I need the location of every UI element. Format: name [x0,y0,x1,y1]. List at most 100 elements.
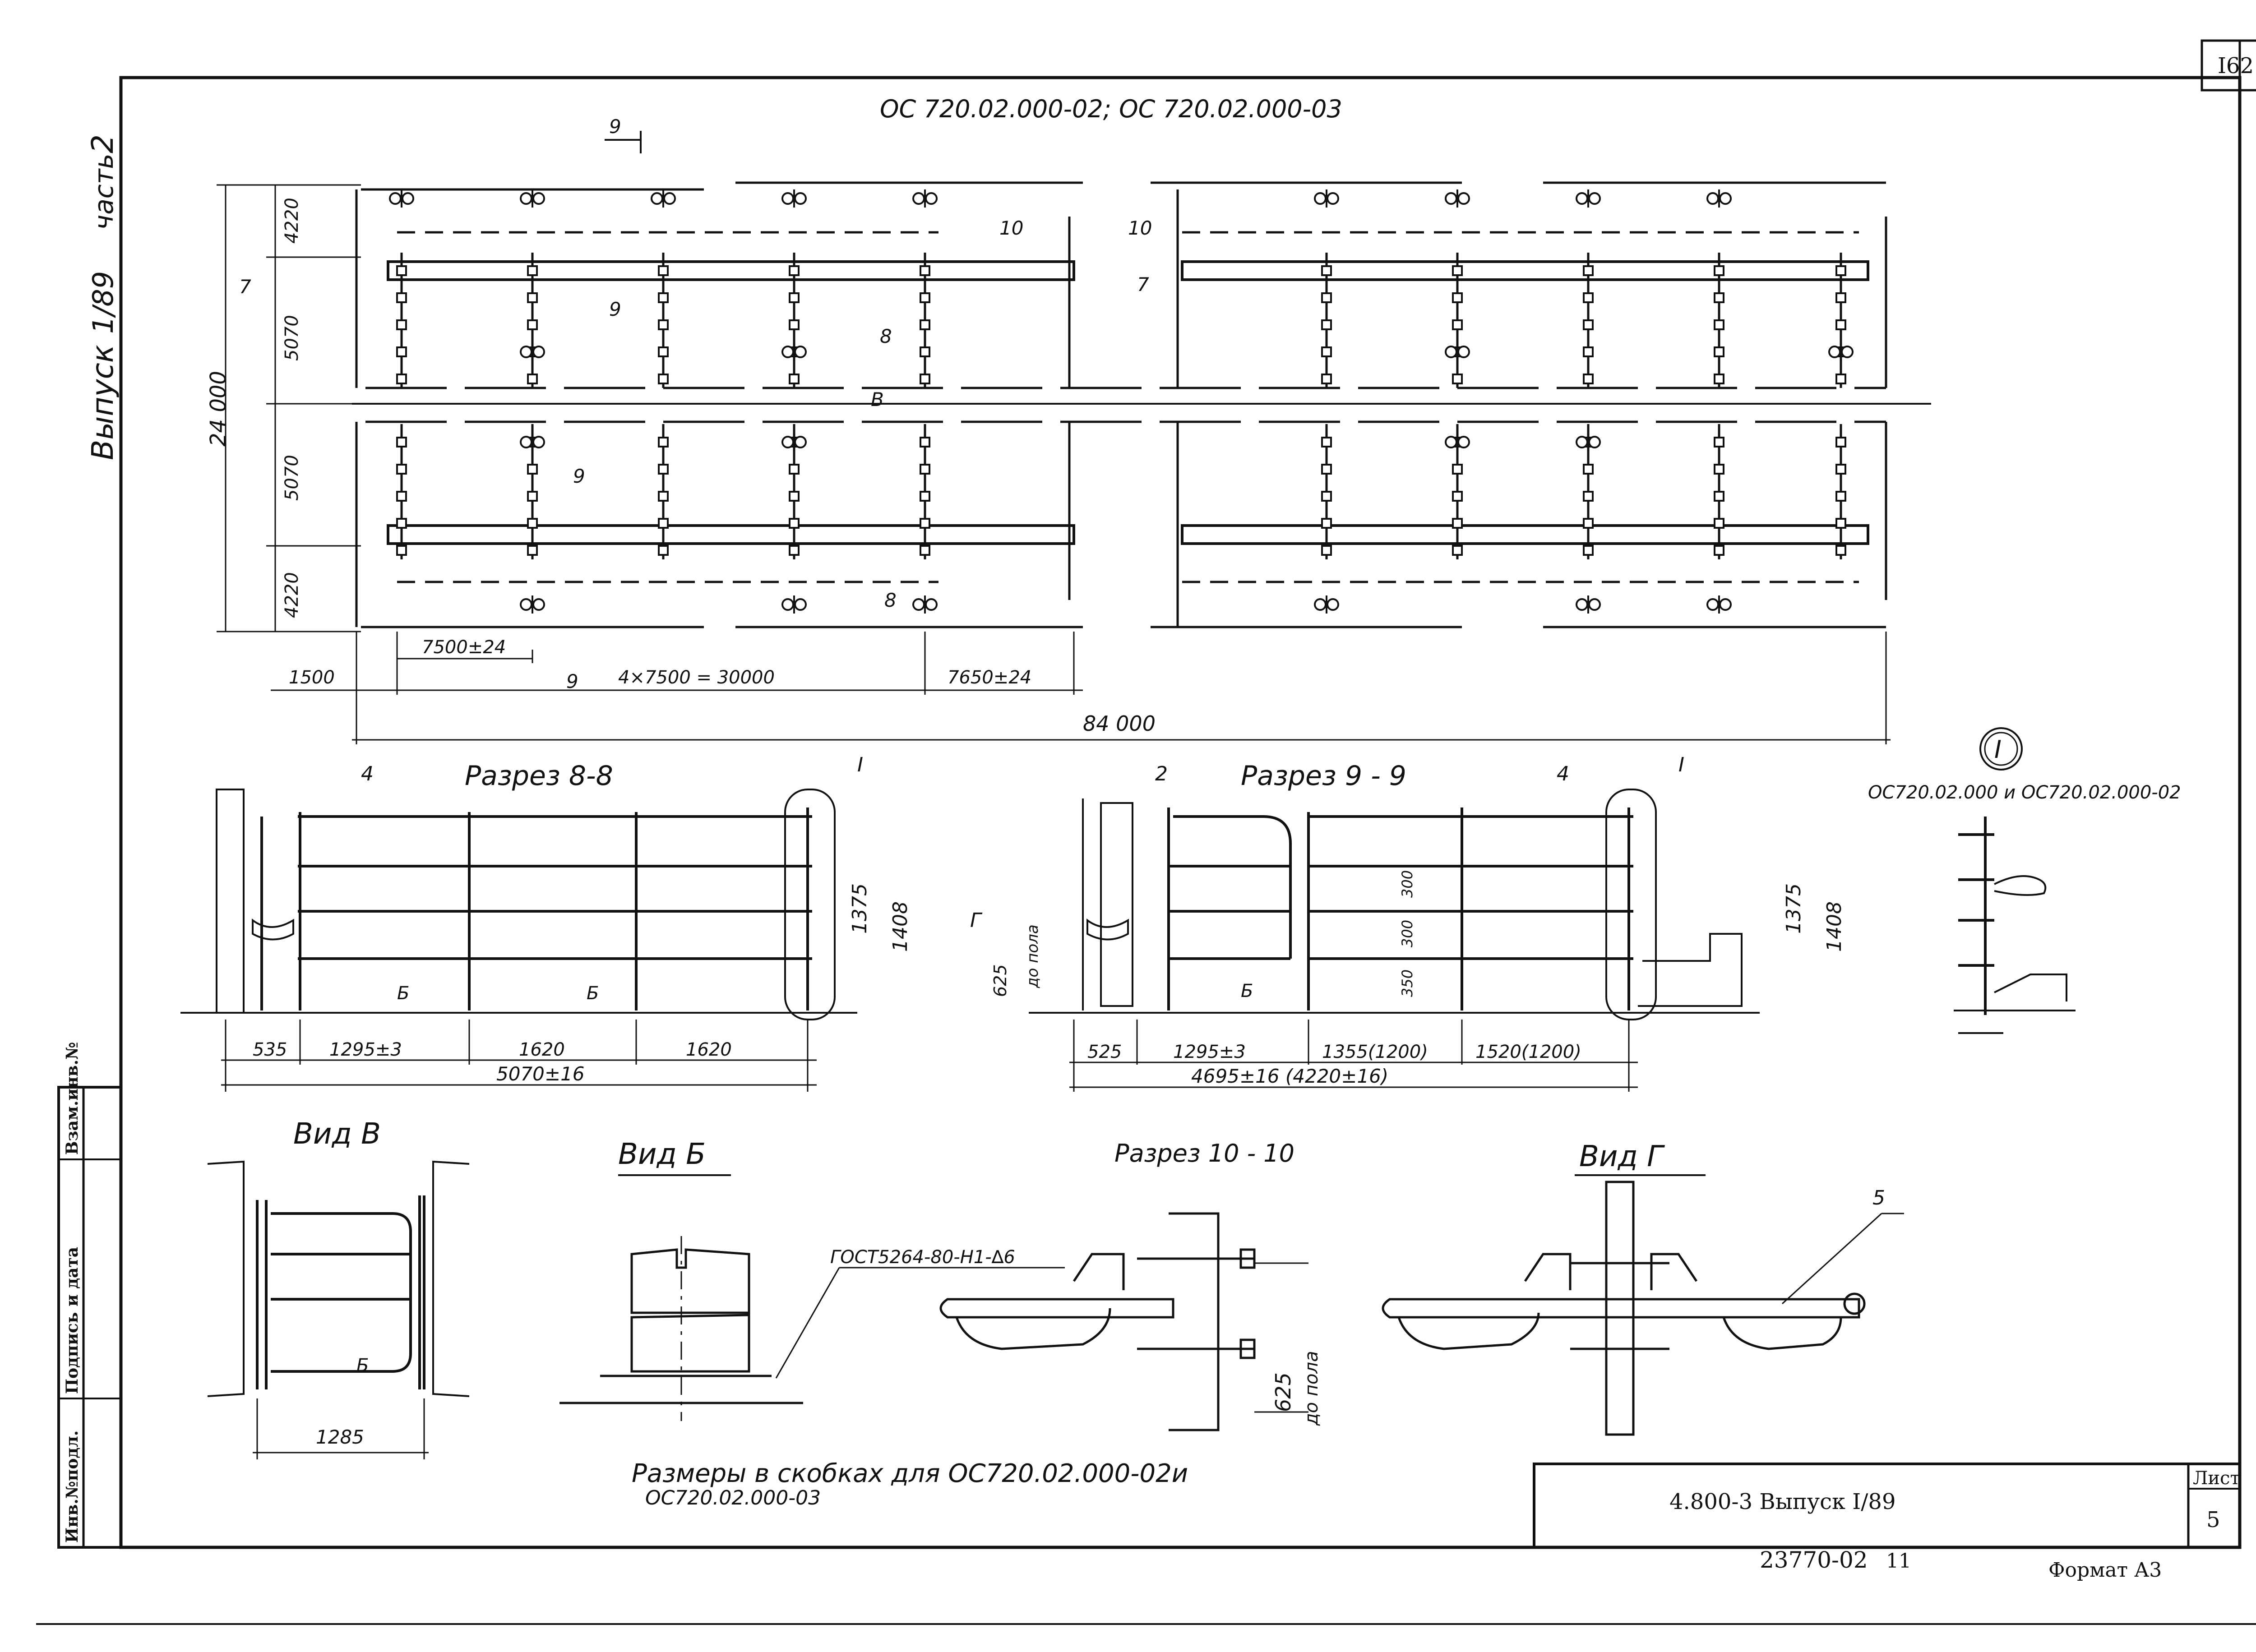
section-10-note: до пола [1301,1351,1322,1426]
mark-8-bottom: 8 [884,589,897,611]
mark-9-mid: 9 [609,298,621,320]
section-8-overall: 5070±16 [496,1063,585,1085]
section-8-dim-3: 1620 [519,1039,565,1060]
plan-overall-vertical: 24 000 [206,371,231,447]
section-9-dim-3: 1355(1200) [1322,1042,1428,1062]
view-v-dim: 1285 [316,1426,364,1448]
plan-dim-h-3: 4×7500 = 30000 [618,667,775,688]
mark-9-bottom: 9 [566,670,578,692]
section-8-drawing [180,789,857,1020]
section-8-arrow-1: Б [397,983,409,1004]
mark-9-top: 9 [609,115,621,138]
section-9-dim-1: 525 [1087,1042,1122,1062]
section-9-callout-4: 4 [1557,762,1569,785]
view-g-title: Вид Г [1579,1140,1665,1173]
section-9-side-height: 625 [990,964,1010,997]
mark-10-left: 10 [999,217,1023,239]
mark-9-lower: 9 [573,465,585,487]
section-9-side-mark: Г [970,909,983,932]
plan-dim-v-2: 5070 [282,315,302,361]
plan-dim-v-3: 5070 [282,455,302,501]
section-9-inner-3: 350 [1399,969,1416,997]
side-field-signature: Подпись и дата [63,1247,82,1394]
section-8-callout-I: I [857,753,863,776]
section-9-drawing [1029,789,1760,1020]
detail-I-mark: I [1994,735,2002,764]
mark-8-top: 8 [880,325,892,347]
section-9-arrow: Б [1241,981,1253,1001]
side-issue-number: 1/89 [87,271,120,334]
view-v-drawing [207,1160,470,1397]
view-g-callout: 5 [1872,1186,1885,1209]
mark-7-right: 7 [1137,273,1149,295]
side-field-replaced: Взам.инв.№ [63,1042,82,1155]
section-10-drawing [939,1212,1308,1431]
footnote-line-2: ОС720.02.000-03 [645,1486,821,1509]
plan-dim-h-4: 7650±24 [948,667,1031,688]
inventory-number: 23770-02 [1760,1547,1868,1573]
section-8-dim-1: 535 [253,1039,287,1060]
inventory-suffix: 11 [1886,1550,1911,1573]
section-9-overall: 4695±16 (4220±16) [1191,1065,1388,1087]
section-10-title: Разрез 10 - 10 [1114,1139,1294,1167]
section-8-height-2: 1408 [889,901,912,952]
section-10-height: 625 [1271,1372,1295,1412]
sheet-label: Лист [2193,1468,2240,1489]
page-number-box: I62 [2201,39,2256,92]
mark-10-right: 10 [1128,217,1152,239]
view-v-title: Вид В [293,1117,381,1151]
side-issue-label: Выпуск [85,345,120,460]
footnote-line-1: Размеры в скобках для ОС720.02.000-02и [632,1459,1188,1488]
plan-overall-horizontal: 84 000 [1083,711,1156,736]
plan-section-marks: 9 9 10 10 7 7 8 8 9 9 В [239,115,1152,692]
plan-dim-h-2: 7500±24 [422,637,506,658]
section-9-side-note: до пола [1024,924,1042,988]
section-9-callout-2: 2 [1155,762,1168,785]
plan-stalls-right [1314,189,1854,614]
section-9-callout-I: I [1678,753,1684,776]
plan-dim-v-4: 4220 [282,572,302,618]
side-part-label: часть [88,153,119,230]
view-b-drawing [559,1236,1065,1421]
view-b-weld: ГОСТ5264-80-Н1-∆6 [830,1247,1015,1268]
plan-dimensions [217,184,1891,744]
sheet-format: Формат А3 [2048,1559,2162,1582]
plan-title: ОС 720.02.000-02; ОС 720.02.000-03 [880,95,1342,123]
page-number: I62 [2218,53,2254,78]
drawing-code: 4.800-3 Выпуск I/89 [1669,1489,1896,1514]
view-g-drawing [1382,1181,1904,1436]
section-8-dim-4: 1620 [686,1039,732,1060]
section-8-title: Разрез 8-8 [465,760,613,792]
plan-view [352,181,1931,628]
mark-7-left: 7 [239,276,251,298]
section-9-height-2: 1408 [1823,901,1846,952]
section-8-callout-4: 4 [361,762,374,785]
side-field-inventory: Инв.№подл. [63,1431,82,1543]
side-issue-text: Выпуск 1/89 часть 2 [85,134,120,460]
section-8-dim-2: 1295±3 [329,1039,402,1060]
view-b-title: Вид Б [618,1138,706,1171]
sheet-number: 5 [2206,1507,2220,1532]
section-8-height-1: 1375 [848,883,871,934]
side-stamp: Инв.№подл. Подпись и дата Взам.инв.№ [57,1042,122,1549]
sheet-frame [36,41,2256,1625]
mark-v: В [871,388,884,411]
view-v-arrow: Б [356,1355,369,1376]
side-part-number: 2 [85,134,120,153]
plan-stalls-left [389,189,938,614]
section-9-dimensions [1069,1020,1638,1092]
section-9-inner-1: 300 [1399,870,1416,898]
section-9-dim-2: 1295±3 [1173,1042,1246,1062]
section-8-dimensions [221,1020,817,1092]
detail-I: I ОС720.02.000 и ОС720.02.000-02 [1868,727,2181,1034]
section-9-inner-2: 300 [1399,920,1416,947]
section-8-arrow-2: Б [587,983,599,1004]
detail-I-caption: ОС720.02.000 и ОС720.02.000-02 [1868,782,2181,803]
section-9-title: Разрез 9 - 9 [1241,760,1406,792]
section-9-height-1: 1375 [1782,883,1805,934]
view-v-dimension [253,1398,429,1459]
title-block: 4.800-3 Выпуск I/89 Лист 5 [1533,1463,2241,1549]
plan-dim-h-1: 1500 [289,667,335,688]
section-9-dim-4: 1520(1200) [1475,1042,1581,1062]
plan-dim-v-1: 4220 [282,198,302,244]
